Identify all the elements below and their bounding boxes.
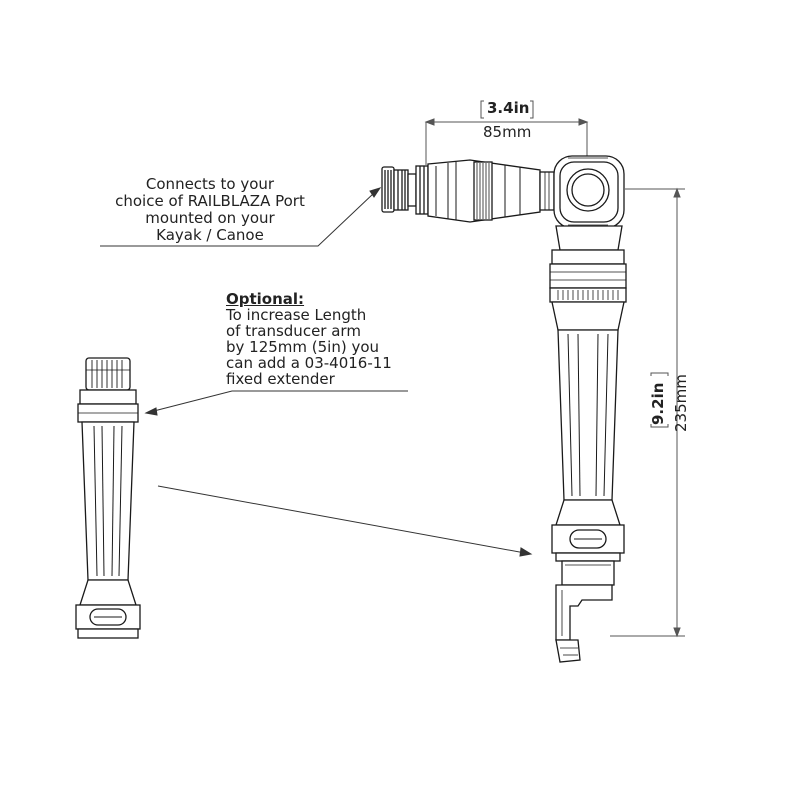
- height-dimension: [610, 187, 685, 638]
- width-inches-label: 3.4in: [487, 99, 530, 117]
- starport-connector: [381, 165, 429, 215]
- port-callout-line-3: mounted on your: [145, 209, 275, 227]
- optional-line-5: fixed extender: [226, 370, 335, 388]
- leader-lines: [100, 187, 533, 557]
- height-mm-label: 235mm: [672, 374, 690, 432]
- fixed-extender: [75, 357, 141, 639]
- width-mm-label: 85mm: [483, 123, 532, 141]
- elbow-joint: [553, 155, 625, 231]
- optional-callout: Optional: To increase Length of transduc…: [226, 291, 392, 387]
- height-inches-label: 9.2in: [649, 382, 667, 425]
- main-arm-assembly: [381, 155, 627, 663]
- vertical-shaft: [557, 329, 619, 501]
- optional-line-4: can add a 03-4016-11: [226, 354, 392, 372]
- port-callout-line-1: Connects to your: [145, 175, 275, 193]
- optional-line-1: To increase Length: [226, 306, 367, 324]
- optional-heading: Optional:: [226, 290, 305, 308]
- port-callout: Connects to your choice of RAILBLAZA Por…: [100, 176, 320, 244]
- port-callout-line-2: choice of RAILBLAZA Port: [115, 192, 305, 210]
- optional-line-2: of transducer arm: [226, 322, 361, 340]
- optional-line-3: by 125mm (5in) you: [226, 338, 380, 356]
- port-callout-line-4: Kayak / Canoe: [156, 226, 264, 244]
- width-dimension: [424, 100, 589, 165]
- transducer-bracket: [555, 584, 613, 663]
